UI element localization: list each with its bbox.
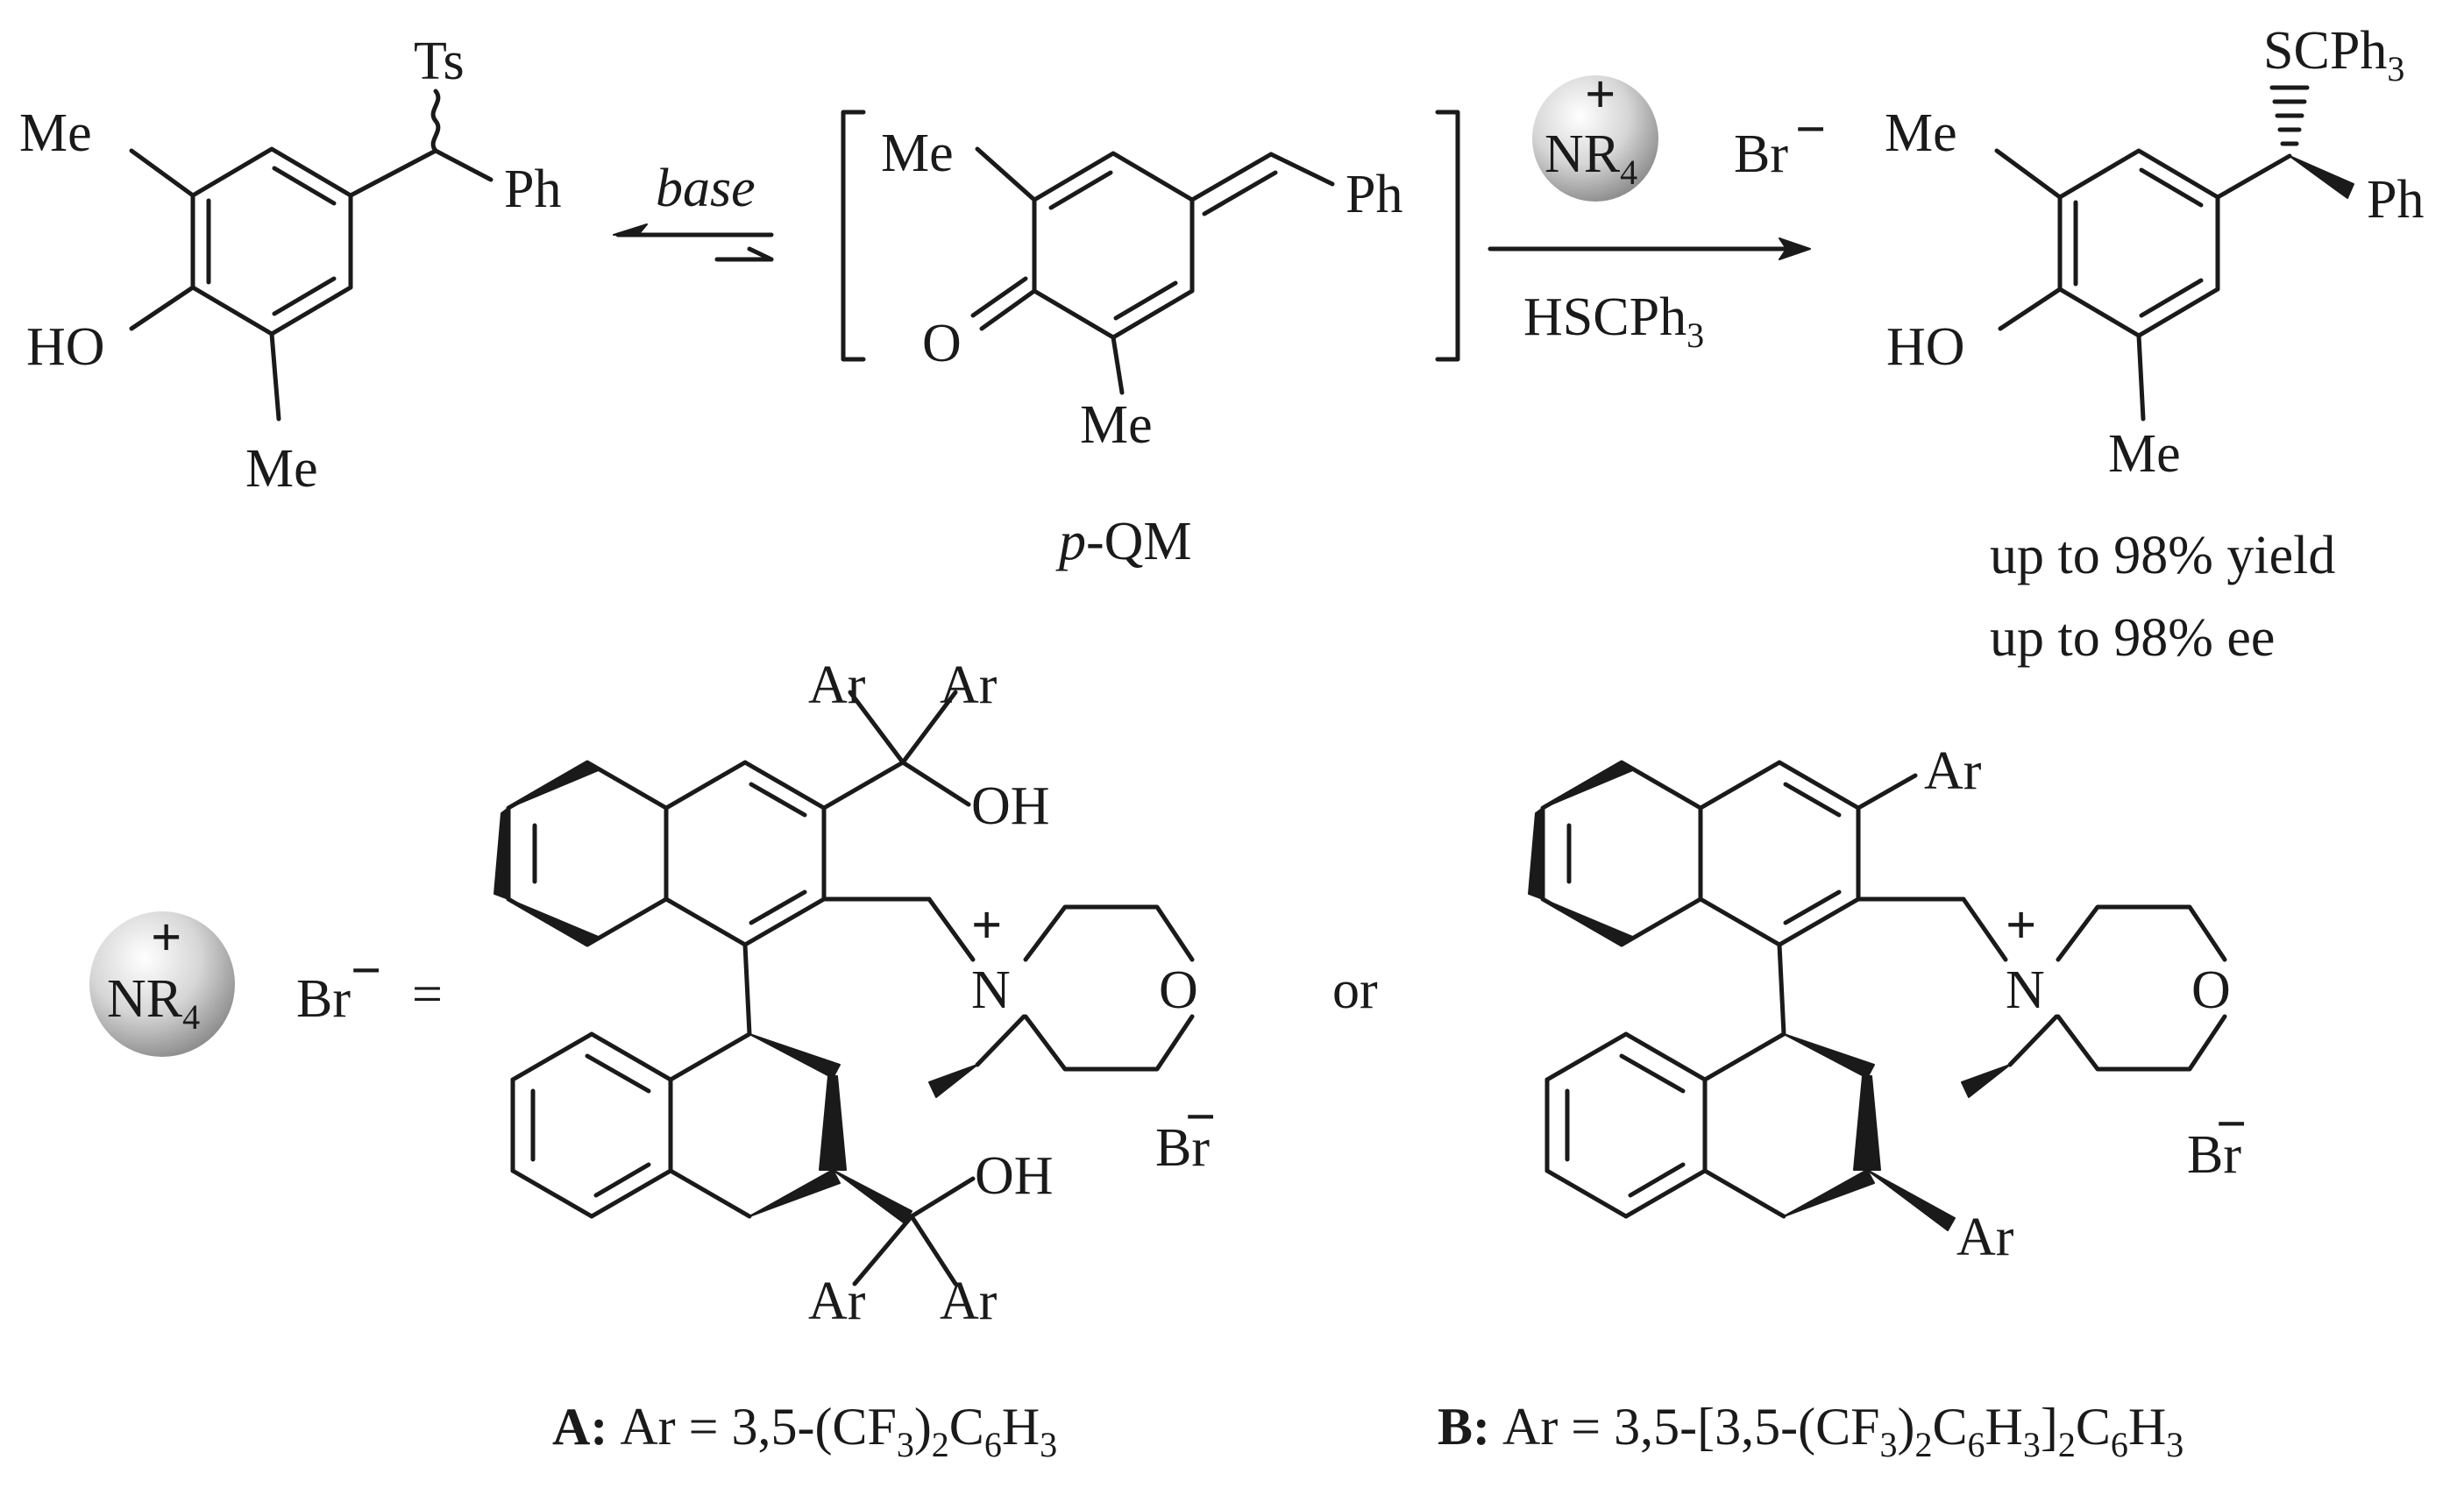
cat-a-ar2-label: Ar	[940, 655, 998, 715]
quinone-methide-structure	[841, 110, 1460, 395]
catalyst-sphere-icon	[1532, 75, 1658, 202]
badge-minus: −	[1795, 100, 1826, 159]
equilibrium-arrow	[613, 223, 774, 262]
qm-me-top-label: Me	[881, 124, 954, 183]
ee-text: up to 98% ee	[1990, 608, 2275, 668]
cat-a-ar1-label: Ar	[808, 655, 866, 715]
reaction-arrow	[1488, 237, 1811, 260]
sm-ph-label: Ph	[504, 159, 561, 219]
cat-b-br-label: Br	[2187, 1125, 2241, 1185]
cat-a-ar3-label: Ar	[808, 1272, 866, 1331]
cat-a-br-label: Br	[1155, 1118, 1210, 1178]
qm-name-label: p-QM	[1055, 512, 1192, 571]
badge-nr-label: NR4	[1544, 124, 1637, 192]
product-structure	[1994, 85, 2354, 422]
sm-me-top-label: Me	[19, 103, 92, 163]
badge-br-label: Br	[1734, 124, 1788, 184]
cat-a-o-label: O	[1159, 960, 1198, 1020]
cat-a-ar4-label: Ar	[940, 1272, 998, 1331]
sm-ts-label: Ts	[414, 32, 465, 91]
legend-equals: =	[412, 965, 443, 1024]
product-ph-label: Ph	[2367, 170, 2424, 230]
qm-o-label: O	[922, 314, 962, 373]
cat-a-n-label: N	[971, 960, 1011, 1020]
product-me-bottom-label: Me	[2108, 424, 2181, 484]
sm-me-bottom-label: Me	[245, 439, 318, 499]
legend-minus: −	[351, 941, 381, 1001]
badge-plus: +	[1585, 65, 1615, 124]
qm-me-bottom-label: Me	[1080, 395, 1153, 455]
yield-text: up to 98% yield	[1990, 526, 2335, 585]
cat-a-oh-bottom-label: OH	[975, 1146, 1054, 1206]
cat-a-plus: +	[971, 896, 1002, 955]
qm-ph-label: Ph	[1346, 165, 1402, 224]
product-me-top-label: Me	[1885, 103, 1957, 163]
cat-b-n-label: N	[2006, 960, 2045, 1020]
product-scph3-label: SCPh3	[2263, 21, 2404, 89]
catalyst-b-structure	[1528, 760, 2227, 1231]
legend-nr-label: NR4	[107, 969, 200, 1037]
catalyst-a-structure	[494, 690, 1195, 1286]
or-text: or	[1332, 960, 1378, 1020]
starting-material-structure	[129, 89, 494, 422]
cat-a-oh-top-label: OH	[971, 776, 1050, 836]
cat-b-ar-top-label: Ar	[1924, 741, 1982, 801]
base-label: base	[656, 159, 756, 218]
cat-b-plus: +	[2006, 896, 2036, 955]
cat-a-br-minus: −	[1185, 1088, 1216, 1147]
caption-a: A:Ar = 3,5-(CF3)2C6H3	[552, 1398, 1057, 1464]
legend-sphere-icon	[89, 911, 235, 1057]
product-oh-label: HO	[1886, 317, 1965, 377]
legend-plus: +	[151, 908, 181, 967]
thiol-reagent-label: HSCPh3	[1523, 287, 1704, 355]
cat-b-br-minus: −	[2216, 1095, 2247, 1154]
cat-b-o-label: O	[2191, 960, 2231, 1020]
cat-b-ar-bottom-label: Ar	[1956, 1208, 2014, 1267]
sm-oh-label: HO	[26, 317, 105, 377]
legend-br-label: Br	[296, 969, 351, 1029]
caption-b: B:Ar = 3,5-[3,5-(CF3)2C6H3]2C6H3	[1438, 1398, 2184, 1464]
